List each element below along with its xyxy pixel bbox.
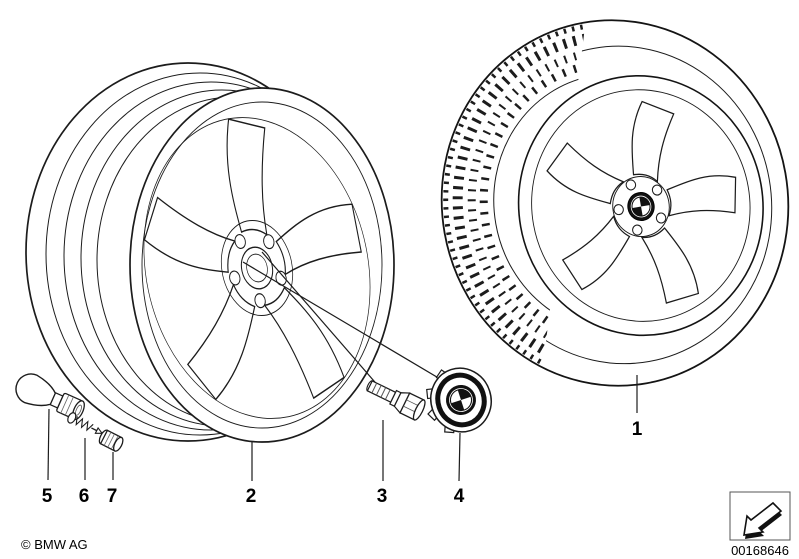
callout-3[interactable]: 3 [376, 486, 388, 507]
wheel-with-tire-drawing[interactable] [413, 0, 799, 413]
hub-cap-drawing[interactable] [416, 358, 499, 442]
callout-7[interactable]: 7 [106, 486, 118, 507]
bmw-roundel-icon [446, 385, 476, 415]
callout-6[interactable]: 6 [78, 486, 90, 507]
callout-5[interactable]: 5 [41, 486, 53, 507]
document-number: 00168646 [731, 543, 789, 558]
direction-arrow-icon [743, 501, 783, 539]
valve-stem-drawing[interactable] [11, 369, 89, 425]
copyright-text: © BMW AG [21, 537, 88, 552]
callout-1[interactable]: 1 [631, 419, 643, 440]
bmw-roundel-icon [627, 192, 655, 222]
callout-4[interactable]: 4 [453, 486, 465, 507]
alloy-rim-drawing[interactable] [25, 62, 397, 443]
valve-cap-drawing[interactable] [97, 429, 124, 453]
wheel-bolt-drawing[interactable] [363, 375, 427, 421]
leader-lines [47, 251, 638, 482]
callout-2[interactable]: 2 [245, 486, 257, 507]
direction-arrow-box [729, 491, 791, 541]
